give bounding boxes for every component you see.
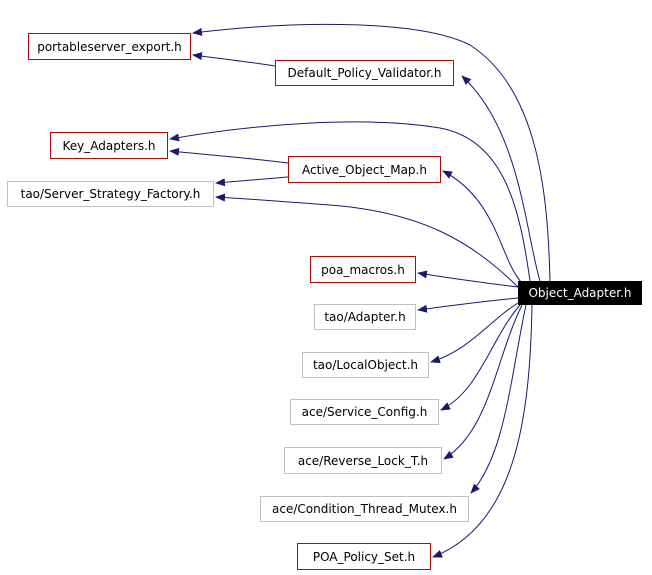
- edge-object-adapter-to-poa-macros: [417, 270, 519, 288]
- node-object-adapter[interactable]: Object_Adapter.h: [518, 281, 642, 305]
- node-tao-local-object[interactable]: tao/LocalObject.h: [302, 352, 429, 378]
- node-key-adapters[interactable]: Key_Adapters.h: [50, 132, 168, 159]
- node-label: Object_Adapter.h: [528, 286, 632, 300]
- node-label: tao/LocalObject.h: [312, 358, 419, 372]
- edge-default-policy-to-portableserver-export: [192, 52, 276, 67]
- edge-object-adapter-to-server-strategy: [215, 193, 519, 288]
- node-label: ace/Reverse_Lock_T.h: [297, 453, 429, 468]
- edge-object-adapter-to-active-object: [442, 170, 523, 284]
- edge-object-adapter-to-condition-mutex: [470, 304, 527, 494]
- node-poa-policy-set[interactable]: POA_Policy_Set.h: [297, 543, 431, 570]
- node-condition-thread-mutex[interactable]: ace/Condition_Thread_Mutex.h: [260, 496, 469, 522]
- node-server-strategy-factory[interactable]: tao/Server_Strategy_Factory.h: [7, 181, 214, 207]
- node-reverse-lock[interactable]: ace/Reverse_Lock_T.h: [284, 447, 442, 474]
- edge-object-adapter-to-default-policy: [461, 75, 541, 282]
- node-portableserver-export[interactable]: portableserver_export.h: [28, 33, 191, 60]
- node-active-object-map[interactable]: Active_Object_Map.h: [288, 156, 441, 183]
- node-label: Active_Object_Map.h: [302, 162, 427, 177]
- edge-object-adapter-to-reverse-lock: [443, 304, 523, 460]
- edge-active-object-to-key-adapters: [169, 147, 289, 164]
- node-label: tao/Adapter.h: [324, 310, 406, 324]
- edge-active-object-to-server-strategy: [215, 176, 289, 187]
- node-label: POA_Policy_Set.h: [312, 549, 416, 564]
- node-label: Default_Policy_Validator.h: [287, 66, 442, 80]
- edge-object-adapter-to-poa-policy-set: [432, 304, 533, 558]
- node-label: ace/Service_Config.h: [301, 405, 428, 419]
- edge-object-adapter-to-service-config: [440, 304, 521, 411]
- edge-object-adapter-to-key-adapters: [169, 121, 531, 282]
- node-label: tao/Server_Strategy_Factory.h: [20, 187, 201, 201]
- node-label: ace/Condition_Thread_Mutex.h: [272, 502, 457, 516]
- node-label: Key_Adapters.h: [62, 138, 156, 153]
- node-poa-macros[interactable]: poa_macros.h: [310, 256, 416, 283]
- node-default-policy-validator[interactable]: Default_Policy_Validator.h: [275, 60, 454, 86]
- node-service-config[interactable]: ace/Service_Config.h: [290, 399, 439, 425]
- node-tao-adapter[interactable]: tao/Adapter.h: [314, 304, 416, 330]
- edge-object-adapter-to-local-object: [430, 302, 519, 364]
- edge-object-adapter-to-portableserver-export: [192, 23, 551, 282]
- node-label: portableserver_export.h: [37, 39, 182, 54]
- node-label: poa_macros.h: [321, 262, 405, 277]
- edge-object-adapter-to-tao-adapter: [417, 297, 519, 313]
